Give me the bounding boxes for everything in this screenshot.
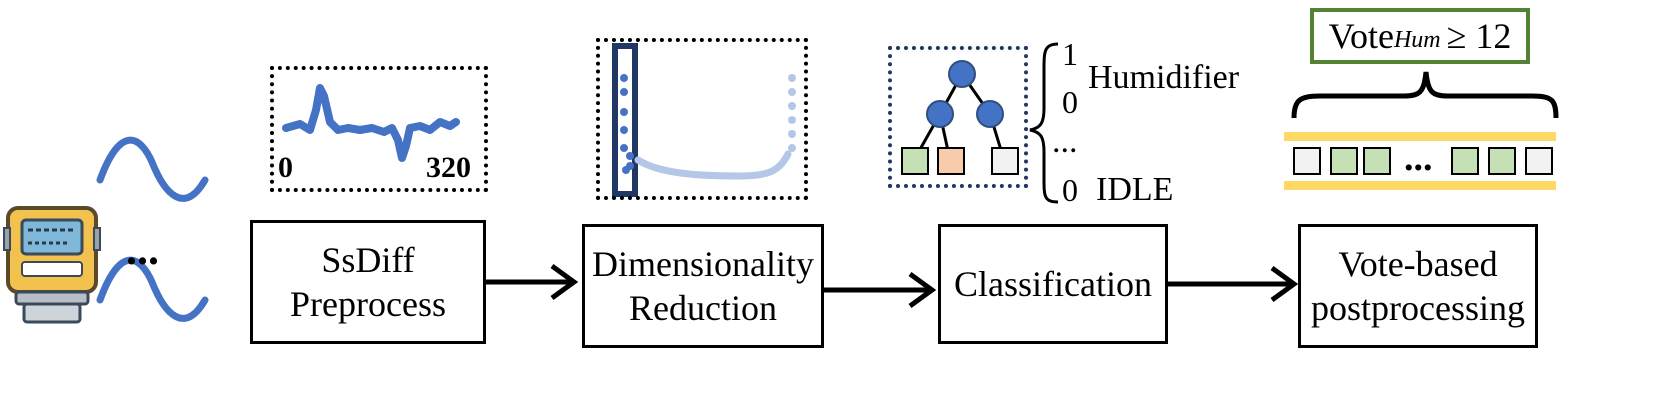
output-brace [1029, 42, 1059, 204]
output-value-2: 0 [1062, 84, 1078, 120]
sine-wave-bottom [96, 256, 209, 322]
signal-x-end: 320 [426, 151, 471, 184]
ssdiff-signal-line [282, 84, 460, 162]
tail-points [788, 74, 796, 152]
decision-tree-icon [901, 60, 1019, 175]
vote-prefix: Vote [1328, 16, 1394, 56]
stage-classification: Classification [938, 224, 1168, 344]
vote-brace [1291, 71, 1559, 119]
signal-plot-frame [270, 66, 488, 192]
output-value-1: 1 [1062, 36, 1078, 72]
stage-ssdiff-preprocess: SsDiff Preprocess [250, 220, 486, 344]
reduction-plot [612, 43, 796, 197]
stage-vote-postprocessing: Vote-based postprocessing [1298, 224, 1538, 348]
arrow-2 [823, 271, 937, 309]
output-label-idle: IDLE [1096, 171, 1174, 208]
stage-reduction-line2: Reduction [629, 288, 777, 328]
highlight-component-bar [612, 43, 638, 197]
vote-band-top [1284, 132, 1556, 141]
stage-reduction-line1: Dimensionality [592, 244, 814, 284]
signal-x-start: 0 [278, 151, 293, 184]
stage-dimensionality-reduction: Dimensionality Reduction [582, 224, 824, 348]
stage-vote-line2: postprocessing [1311, 288, 1525, 328]
vote-condition: ≥ 12 [1446, 16, 1512, 56]
arrow-1 [486, 263, 579, 301]
vote-window-ellipsis: ... [1404, 137, 1433, 179]
output-value-idle: 0 [1062, 172, 1078, 208]
sine-wave-top [96, 136, 209, 202]
vote-window-cells [1293, 147, 1553, 175]
stage-ssdiff-line1: SsDiff [321, 240, 415, 280]
output-label-humidifier: Humidifier [1088, 59, 1240, 96]
tree-frame [888, 46, 1028, 188]
ssdiff-signal-plot [282, 84, 460, 162]
variance-curve [634, 150, 792, 180]
stage-vote-line1: Vote-based [1338, 244, 1498, 284]
smart-meter-icon [3, 206, 101, 324]
stage-classification-line1: Classification [954, 264, 1152, 304]
stage-ssdiff-line2: Preprocess [290, 284, 446, 324]
output-ellipsis: ... [1052, 123, 1078, 160]
vote-band-bottom [1284, 181, 1556, 190]
meter-ellipsis: ... [126, 225, 159, 274]
arrow-3 [1168, 265, 1299, 303]
vote-subscript: Hum [1393, 27, 1441, 53]
highlighted-points [620, 74, 634, 174]
reduction-plot-frame [596, 38, 808, 200]
